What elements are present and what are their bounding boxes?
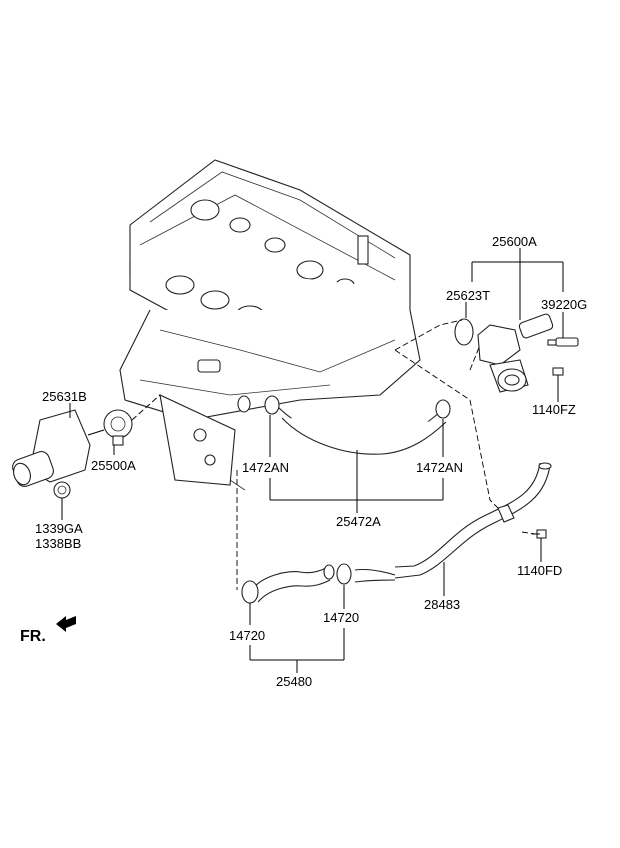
label-14720-right: 14720 bbox=[323, 610, 359, 625]
label-25500A: 25500A bbox=[91, 458, 136, 473]
hose-25472A bbox=[275, 404, 447, 455]
label-1472AN-left: 1472AN bbox=[242, 460, 289, 475]
front-marker-label: FR. bbox=[20, 628, 46, 645]
hose-25480 bbox=[251, 567, 396, 603]
clamp-14720-right bbox=[336, 563, 352, 585]
front-arrow-icon bbox=[56, 616, 76, 632]
label-25472A: 25472A bbox=[336, 514, 381, 529]
label-28483: 28483 bbox=[424, 597, 460, 612]
label-1140FZ: 1140FZ bbox=[532, 402, 576, 417]
thermostat-housing-25631B bbox=[12, 409, 91, 487]
bolt-1140FZ bbox=[552, 367, 564, 395]
label-25631B: 25631B bbox=[42, 389, 87, 404]
water-outlet-assembly bbox=[477, 313, 554, 393]
clamp-14720-small bbox=[323, 564, 335, 580]
temperature-sensor-39220G bbox=[547, 337, 579, 347]
bolt-1339GA bbox=[53, 481, 71, 499]
clamp-1472AN-right bbox=[435, 399, 451, 419]
thermostat-25500A bbox=[103, 409, 133, 446]
clamp-upper bbox=[237, 395, 251, 413]
clamp-14720-left bbox=[241, 580, 259, 604]
label-25600A: 25600A bbox=[492, 234, 537, 249]
label-1472AN-right: 1472AN bbox=[416, 460, 463, 475]
label-25480: 25480 bbox=[276, 674, 312, 689]
water-pipe-28483 bbox=[394, 462, 552, 579]
part-labels: 25600A 25623T 39220G 1140FZ 25631B 25500… bbox=[20, 234, 587, 689]
label-1339GA: 1339GA bbox=[35, 521, 83, 536]
label-39220G: 39220G bbox=[541, 297, 587, 312]
label-1140FD: 1140FD bbox=[517, 563, 562, 578]
engine-block bbox=[119, 159, 421, 491]
label-14720-left: 14720 bbox=[229, 628, 265, 643]
label-25623T: 25623T bbox=[446, 288, 490, 303]
gasket-25623T bbox=[454, 318, 474, 346]
label-1338BB: 1338BB bbox=[35, 536, 81, 551]
leader-lines bbox=[61, 248, 564, 673]
clamp-1472AN-left bbox=[264, 395, 280, 415]
dashed-leaders bbox=[236, 319, 536, 590]
